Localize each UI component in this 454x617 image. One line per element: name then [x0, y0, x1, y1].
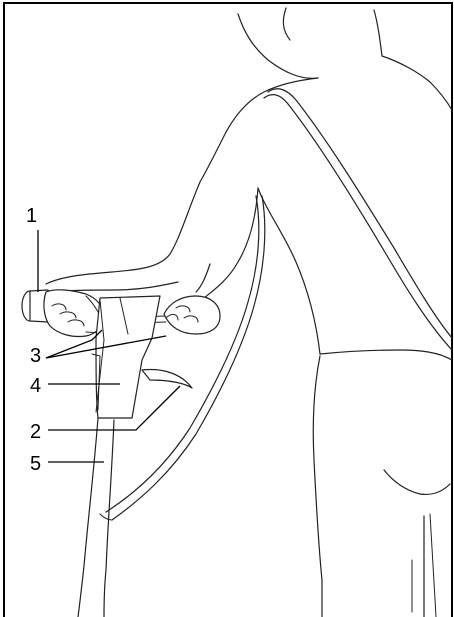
callout-label-5: 5: [30, 453, 41, 475]
person-legs-outline: [384, 470, 450, 617]
curved-bracket: [142, 370, 192, 388]
machine-housing: [92, 296, 160, 418]
right-arm: [196, 188, 258, 298]
left-arm: [46, 182, 200, 292]
person-torso-outline: [200, 56, 452, 617]
callout-label-3: 3: [30, 345, 41, 367]
callout-label-1: 1: [26, 205, 37, 227]
callout-label-2: 2: [30, 421, 41, 443]
callout-label-4: 4: [30, 375, 41, 397]
shaft-tube: [78, 418, 114, 617]
person-head-outline: [238, 8, 382, 78]
right-hand: [164, 296, 220, 334]
